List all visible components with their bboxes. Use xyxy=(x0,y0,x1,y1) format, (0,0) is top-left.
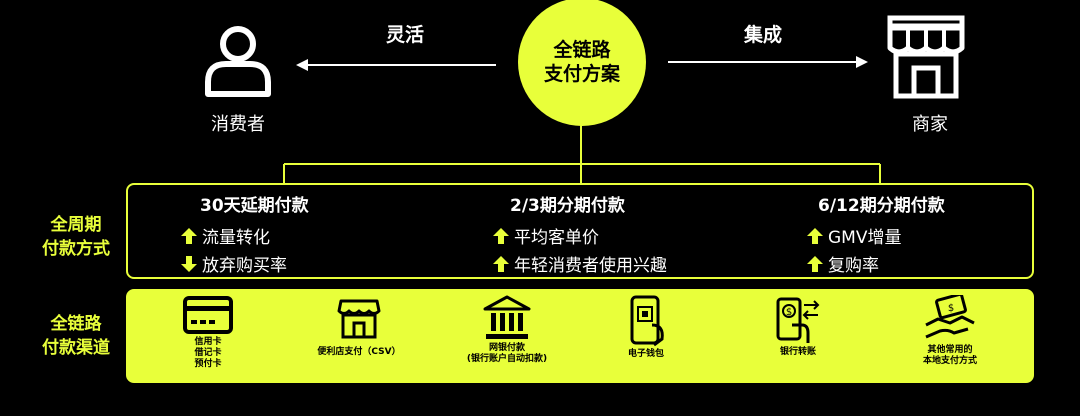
channel-label-line: 便利店支付（CSV） xyxy=(317,347,401,357)
channel-label: 电子钱包 xyxy=(628,349,664,360)
channel-label-line: 银行转账 xyxy=(779,347,816,357)
channel-label: 银行转账 xyxy=(780,347,816,358)
channel-label: 信用卡 借记卡 预付卡 xyxy=(194,337,221,370)
benefit-text: 年轻消费者使用兴趣 xyxy=(514,256,667,276)
channel-label-line: (银行账户自动扣款) xyxy=(466,354,548,364)
channel-label-line: 信用卡 xyxy=(194,337,222,347)
hub-circle: 全链路 支付方案 xyxy=(518,0,646,126)
channel-bank: 网银付款 (银行账户自动扣款) xyxy=(452,289,562,383)
svg-text:$: $ xyxy=(948,303,954,314)
cycle-side-line-2: 付款方式 xyxy=(42,239,110,259)
channel-side-line-1: 全链路 xyxy=(50,314,102,334)
benefit-text: 流量转化 xyxy=(202,228,270,248)
benefit-text: GMV增量 xyxy=(828,228,902,248)
person-icon xyxy=(205,26,271,97)
benefit-item: 流量转化 xyxy=(180,223,270,248)
wallet-phone-icon xyxy=(630,295,664,347)
channel-label-line: 网银付款 xyxy=(488,343,525,353)
column-title: 30天延期付款 xyxy=(200,196,309,216)
channel-label: 其他常用的 本地支付方式 xyxy=(923,345,977,367)
channel-label-line: 预付卡 xyxy=(194,359,222,369)
benefit-item: 复购率 xyxy=(806,251,879,276)
bank-icon xyxy=(483,295,531,339)
channel-other: $ 其他常用的 本地支付方式 xyxy=(900,289,1000,383)
right-link-label: 集成 xyxy=(744,24,783,46)
channel-label: 网银付款 (银行账户自动扣款) xyxy=(467,343,547,365)
benefit-item: GMV增量 xyxy=(806,223,901,248)
hub-line-1: 全链路 xyxy=(553,39,611,61)
benefit-item: 放弃购买率 xyxy=(180,251,287,276)
up-arrow-icon xyxy=(493,255,509,272)
channel-card: 信用卡 借记卡 预付卡 xyxy=(166,289,250,383)
column-title: 2/3期分期付款 xyxy=(510,196,625,216)
channel-label-line: 其他常用的 xyxy=(927,345,973,355)
channel-side-line-2: 付款渠道 xyxy=(42,338,110,358)
up-arrow-icon xyxy=(181,227,197,244)
channel-ewallet: 电子钱包 xyxy=(606,289,686,383)
benefit-item: 年轻消费者使用兴趣 xyxy=(492,251,667,276)
up-arrow-icon xyxy=(807,255,823,272)
up-arrow-icon xyxy=(807,227,823,244)
benefit-text: 复购率 xyxy=(828,256,879,276)
store-icon xyxy=(337,299,381,339)
consumer-label: 消费者 xyxy=(211,114,265,135)
left-link-label: 灵活 xyxy=(386,24,425,46)
benefit-text: 放弃购买率 xyxy=(202,256,287,276)
channel-label-line: 借记卡 xyxy=(194,348,222,358)
cycle-side-label: 全周期 付款方式 xyxy=(36,213,116,261)
channel-transfer: $ 银行转账 xyxy=(758,289,838,383)
payment-methods-panel: 30天延期付款 流量转化 放弃购买率 2/3期分期付款 平均客单价 年轻消费者使… xyxy=(126,183,1034,279)
channel-side-label: 全链路 付款渠道 xyxy=(36,312,116,360)
channel-store: 便利店支付（CSV） xyxy=(304,289,414,383)
transfer-icon: $ xyxy=(776,297,820,343)
up-arrow-icon xyxy=(493,227,509,244)
down-arrow-icon xyxy=(181,255,197,272)
handshake-money-icon: $ xyxy=(925,295,975,339)
payment-channels-bar: 信用卡 借记卡 预付卡 便利店支付（CSV） 网银付款 (银行账户自动扣款) xyxy=(126,289,1034,383)
column-title: 6/12期分期付款 xyxy=(818,196,945,216)
channel-label-line: 电子钱包 xyxy=(627,349,664,359)
channel-label: 便利店支付（CSV） xyxy=(317,347,400,358)
merchant-label: 商家 xyxy=(912,114,948,135)
hub-line-2: 支付方案 xyxy=(543,63,620,85)
benefit-item: 平均客单价 xyxy=(492,223,599,248)
storefront-icon xyxy=(887,15,965,99)
channel-label-line: 本地支付方式 xyxy=(922,356,977,366)
benefit-text: 平均客单价 xyxy=(514,228,599,248)
card-icon xyxy=(183,296,233,334)
cycle-side-line-1: 全周期 xyxy=(50,215,102,235)
svg-text:$: $ xyxy=(786,307,792,318)
